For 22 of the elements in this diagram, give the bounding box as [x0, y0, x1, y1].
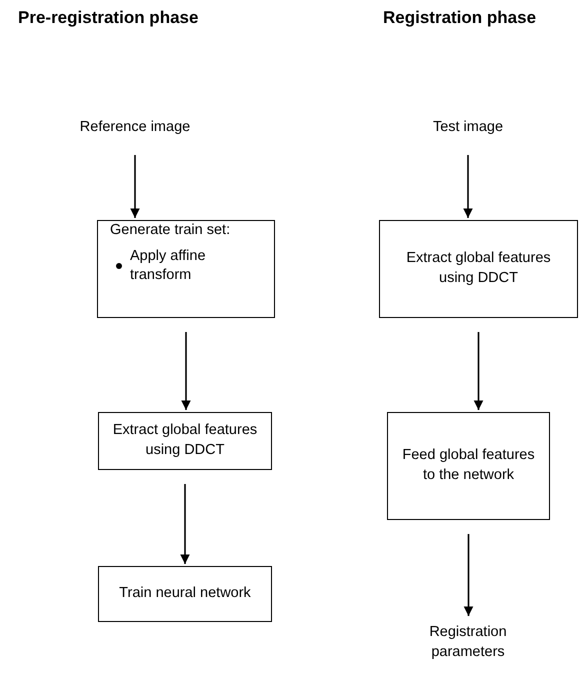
box-text: Extract global features using DDCT [405, 249, 552, 288]
node-text: Reference image [80, 118, 190, 138]
process-box [98, 412, 272, 470]
box-text: Feed global features to the network [401, 446, 536, 485]
box-text: Train neural network [119, 584, 251, 604]
arrow [463, 155, 473, 218]
box-heading: Generate train set: [110, 221, 230, 240]
arrow [180, 484, 190, 564]
arrow [130, 155, 140, 218]
process-box [379, 220, 578, 318]
process-box [97, 220, 275, 318]
node-text: Test image [432, 118, 504, 138]
arrow [181, 332, 191, 410]
phase-heading: Registration phase [383, 8, 536, 28]
box-text: Extract global features using DDCT [112, 421, 258, 460]
arrow [464, 534, 474, 616]
process-box [387, 412, 550, 520]
phase-heading: Pre-registration phase [18, 8, 198, 28]
bullet-item: Apply affine transform [130, 246, 207, 286]
arrow [474, 332, 484, 410]
node-text: Registration parameters [428, 623, 508, 662]
process-box [98, 566, 272, 622]
